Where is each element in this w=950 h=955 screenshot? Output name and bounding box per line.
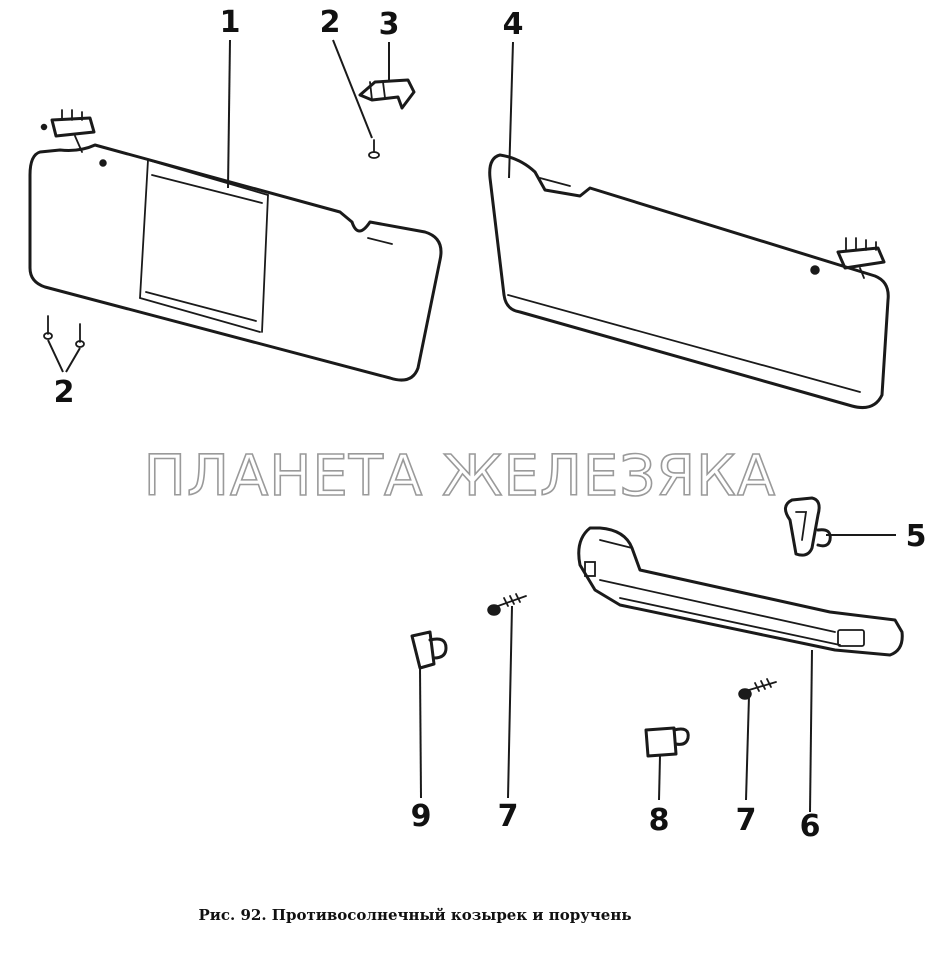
screw-right-7: [738, 678, 777, 700]
callout-9: 9: [411, 799, 432, 834]
callout-4: 4: [503, 7, 524, 42]
left-visor-pivot-bracket: [40, 109, 96, 153]
screw-top: [368, 139, 380, 159]
callout-5: 5: [906, 519, 927, 554]
callout-8: 8: [649, 803, 670, 838]
left-sun-visor: [28, 109, 443, 382]
grab-handle: [577, 526, 904, 657]
right-sun-visor: [488, 153, 890, 410]
callout-1: 1: [220, 5, 241, 40]
screw-left-7: [487, 593, 527, 616]
callout-2-left: 2: [54, 375, 75, 410]
handle-plug-9: [410, 630, 448, 670]
screws-left: [43, 315, 85, 348]
visor-retaining-clip: [358, 78, 416, 110]
grab-handle-clip: [784, 496, 832, 557]
right-visor-pivot-bracket: [836, 237, 886, 279]
callout-6: 6: [800, 809, 821, 844]
callout-2-top: 2: [320, 5, 341, 40]
watermark-text: ПЛАНЕТА ЖЕЛЕЗЯКА: [144, 444, 776, 509]
callout-3: 3: [379, 7, 400, 42]
leader-lines: [47, 39, 896, 813]
callout-7-left: 7: [498, 799, 519, 834]
figure-caption: Рис. 92. Противосолнечный козырек и пору…: [198, 906, 631, 924]
callout-7-right: 7: [736, 803, 757, 838]
handle-plug-8: [644, 726, 690, 758]
